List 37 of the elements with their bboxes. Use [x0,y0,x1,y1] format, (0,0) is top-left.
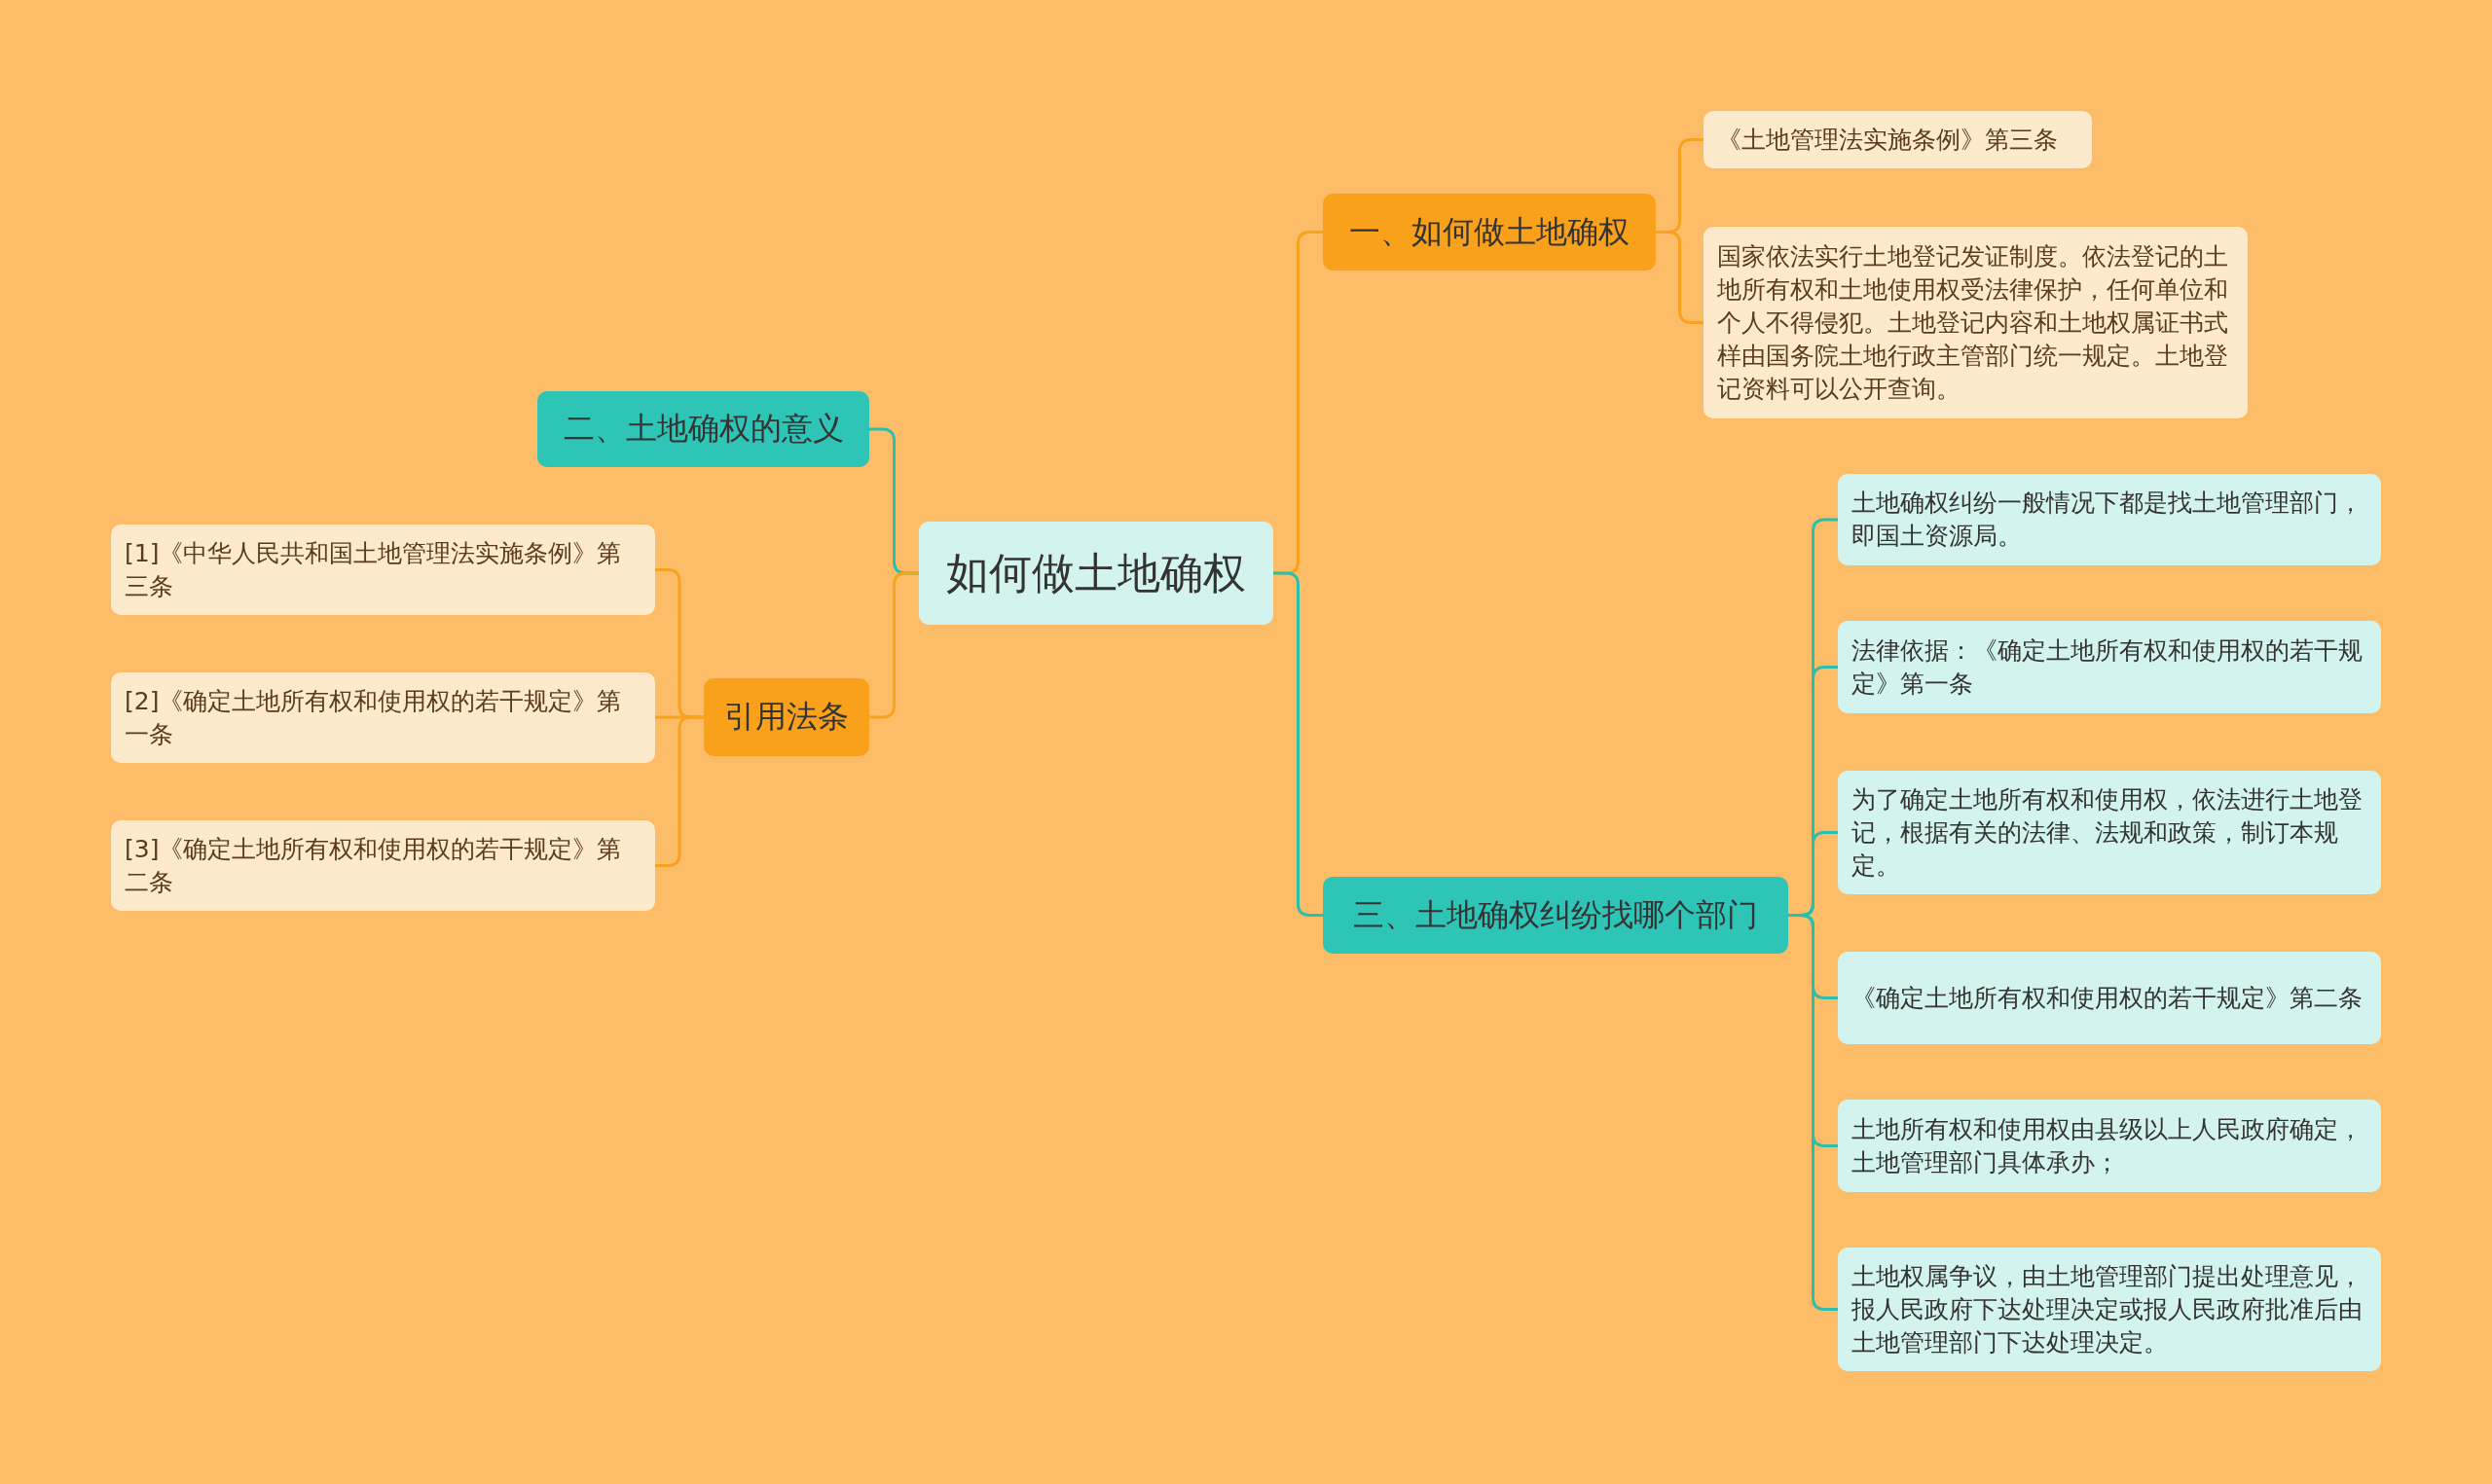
leaf-topic [111,820,655,911]
connector [1656,231,1704,324]
topic-text: 国家依法实行土地登记发证制度。依法登记的土地所有权和土地使用权受法律保护，任何单位和个人不得侵犯。土地登记内容和土地权属证书式样由国务院土地行政主管部门统一规定。土地登记资料可以公开查询。 [1717,240,2229,405]
topic-text: 为了确定土地所有权和使用权，依法进行土地登记，根据有关的法律、法规和政策，制订本规定。 [1851,783,2364,882]
topic-text: 土地权属争议，由土地管理部门提出处理意见，报人民政府下达处理决定或报人民政府批准后由土地管理部门下达处理决定。 [1851,1260,2364,1358]
topic-text: 法律依据：《确定土地所有权和使用权的若干规定》第一条 [1851,634,2364,700]
topic-text: 二、土地确权的意义 [563,409,844,449]
leaf-topic [1838,621,2381,713]
topic-text: 土地确权纠纷一般情况下都是找土地管理部门，即国土资源局。 [1851,488,2364,552]
leaf-topic [1838,1100,2381,1192]
leaf-topic [1838,474,2381,565]
branch-topic [1323,194,1656,271]
leaf-topic [111,525,655,615]
branch-topic [537,391,869,467]
leaf-topic [1704,111,2092,168]
leaf-topic [1838,952,2381,1044]
branch-topic [704,678,869,756]
topic-text: 引用法条 [724,697,849,737]
connector [869,571,919,719]
leaf-topic [1838,1248,2381,1371]
topic-text: 三、土地确权纠纷找哪个部门 [1353,894,1758,935]
leaf-topic [1704,227,2248,418]
topic-text: [1]《中华人民共和国土地管理法实施条例》第三条 [125,537,623,602]
leaf-topic [111,672,655,763]
connector [1273,571,1323,917]
connector [655,715,704,867]
topic-text: 如何做土地确权 [946,546,1246,599]
connector [1788,914,1838,1311]
topic-text: [3]《确定土地所有权和使用权的若干规定》第二条 [125,833,623,898]
topic-text: 《确定土地所有权和使用权的若干规定》第二条 [1851,982,2363,1014]
topic-text: [2]《确定土地所有权和使用权的若干规定》第一条 [125,685,623,750]
branch-topic [1323,877,1788,954]
central-topic [919,522,1273,625]
topic-text: 《土地管理法实施条例》第三条 [1717,124,2058,156]
leaf-topic [1838,771,2381,894]
topic-text: 土地所有权和使用权由县级以上人民政府确定，土地管理部门具体承办； [1851,1113,2364,1178]
topic-text: 一、如何做土地确权 [1349,211,1630,252]
